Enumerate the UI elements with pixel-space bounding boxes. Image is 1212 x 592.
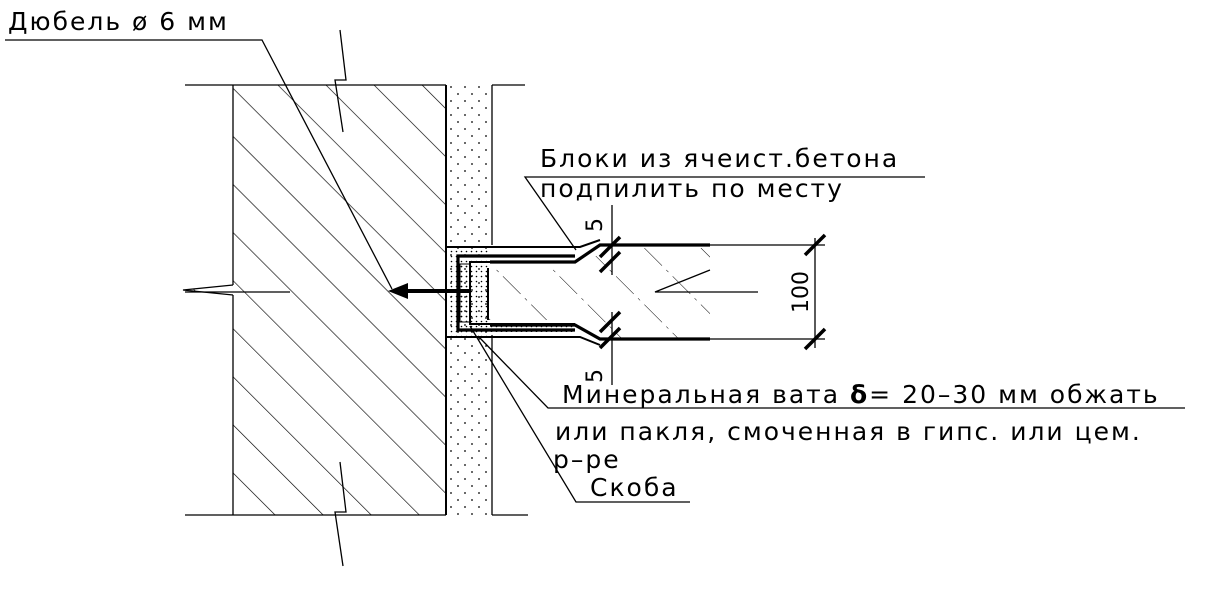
dowel-label: Дюбель ø 6 мм: [8, 7, 229, 36]
mineral-wool-label-line3: р–ре: [553, 445, 621, 474]
mineral-wool-label-line1: Минеральная вата δ= 20–30 мм обжать: [562, 380, 1160, 409]
mineral-wool-label-line2: или пакля, смоченная в гипс. или цем.: [555, 417, 1142, 446]
dimension-5-top-label: 5: [583, 218, 608, 232]
dimension-100-label: 100: [789, 271, 814, 313]
dimension-5-top: [598, 205, 622, 275]
blocks-label-line2: подпилить по месту: [540, 174, 844, 203]
dimension-5-bottom: [598, 310, 622, 385]
leader-lines: [5, 39, 1185, 503]
masonry-wall: [182, 84, 446, 516]
dimension-5-bottom-label: 5: [583, 369, 608, 383]
dowel: [388, 278, 471, 304]
blocks-label-line1: Блоки из ячеист.бетона: [540, 144, 899, 173]
dimension-100: [710, 233, 827, 351]
bracket-label: Скоба: [590, 473, 679, 502]
